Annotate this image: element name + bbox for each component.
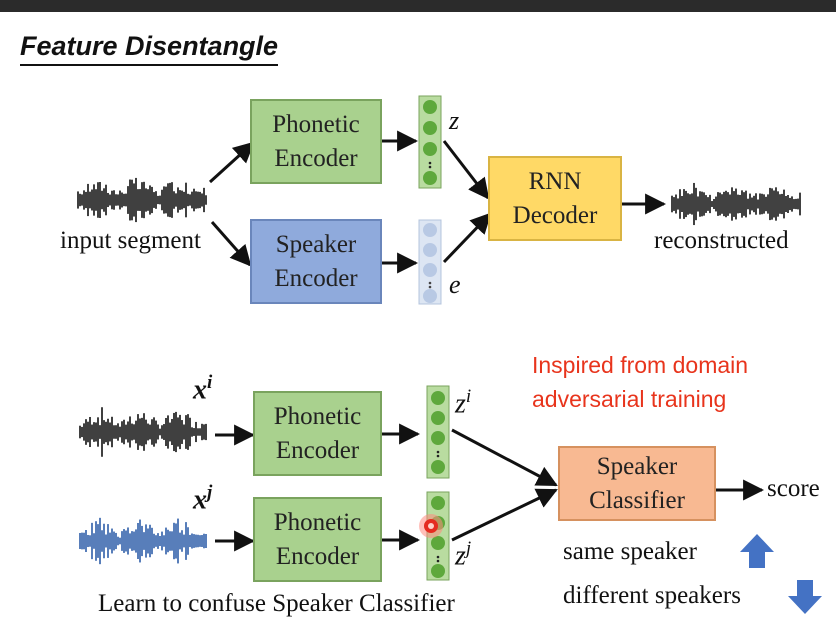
e-vector [418, 219, 442, 305]
top-bar [0, 0, 836, 12]
zi-sup: i [465, 386, 472, 407]
zi-vector [426, 385, 450, 479]
xj-base: x [193, 484, 207, 516]
caption: Learn to confuse Speaker Classifier [98, 590, 455, 617]
speaker-classifier-line2: Classifier [589, 486, 685, 514]
down-arrow-icon [788, 580, 822, 614]
inspiration-note-line2: adversarial training [532, 386, 727, 412]
phonetic-encoder-line2: Encoder [274, 144, 358, 172]
zi-base: z [455, 388, 466, 420]
arrow-z-to-decoder [442, 140, 490, 200]
xj-sup: j [207, 482, 213, 503]
inspiration-note: Inspired from domain adversarial trainin… [532, 348, 748, 416]
reconstructed-label: reconstructed [654, 227, 789, 254]
xi-label: xi [193, 372, 212, 406]
zj-label: zj [455, 538, 471, 572]
z-vector [418, 95, 442, 189]
speaker-encoder-line1: Speaker [275, 230, 357, 258]
xi-base: x [193, 374, 207, 406]
score-label: score [767, 475, 820, 502]
z-label: z [449, 106, 460, 135]
phonetic-encoder-1-line2: Encoder [275, 436, 360, 464]
xi-sup: i [207, 372, 213, 393]
phonetic-encoder-line1: Phonetic [272, 110, 360, 138]
phonetic-encoder-1-box: Phonetic Encoder [253, 391, 382, 476]
inspiration-note-line1: Inspired from domain [532, 352, 749, 378]
zi-label: zi [455, 386, 471, 420]
phonetic-encoder-1-line1: Phonetic [273, 402, 362, 430]
different-speakers-label: different speakers [563, 582, 741, 609]
rnn-decoder-box: RNN Decoder [488, 156, 622, 241]
slide-title: Feature Disentangle [20, 30, 279, 66]
phonetic-encoder-2-line2: Encoder [275, 542, 360, 570]
arrow-zi-to-classifier [451, 428, 558, 487]
arrow-e-to-decoder [442, 212, 492, 264]
same-speaker-label: same speaker [563, 538, 697, 565]
phonetic-encoder-2-line1: Phonetic [273, 508, 362, 536]
xj-waveform [79, 517, 207, 565]
zj-vector [426, 491, 450, 581]
zj-base: z [455, 540, 466, 572]
reconstructed-waveform [671, 182, 801, 226]
e-label: e [449, 270, 461, 299]
speaker-classifier-box: Speaker Classifier [558, 446, 716, 521]
input-waveform [77, 177, 207, 223]
arrow-input-to-speaker [210, 221, 252, 267]
speaker-encoder-line2: Encoder [274, 264, 358, 292]
speaker-classifier-line1: Speaker [596, 452, 678, 480]
laser-pointer-icon [419, 514, 443, 538]
phonetic-encoder-2-box: Phonetic Encoder [253, 497, 382, 582]
arrow-zj-to-classifier [451, 488, 558, 542]
xi-waveform [79, 407, 207, 457]
rnn-decoder-line1: RNN [528, 167, 582, 195]
zj-sup: j [465, 538, 472, 559]
up-arrow-icon [740, 534, 774, 568]
rnn-decoder-line2: Decoder [512, 201, 598, 229]
phonetic-encoder-box: Phonetic Encoder [250, 99, 382, 184]
xj-label: xj [193, 482, 212, 516]
input-segment-label: input segment [60, 227, 201, 254]
arrow-input-to-phonetic [208, 141, 255, 184]
speaker-encoder-box: Speaker Encoder [250, 219, 382, 304]
